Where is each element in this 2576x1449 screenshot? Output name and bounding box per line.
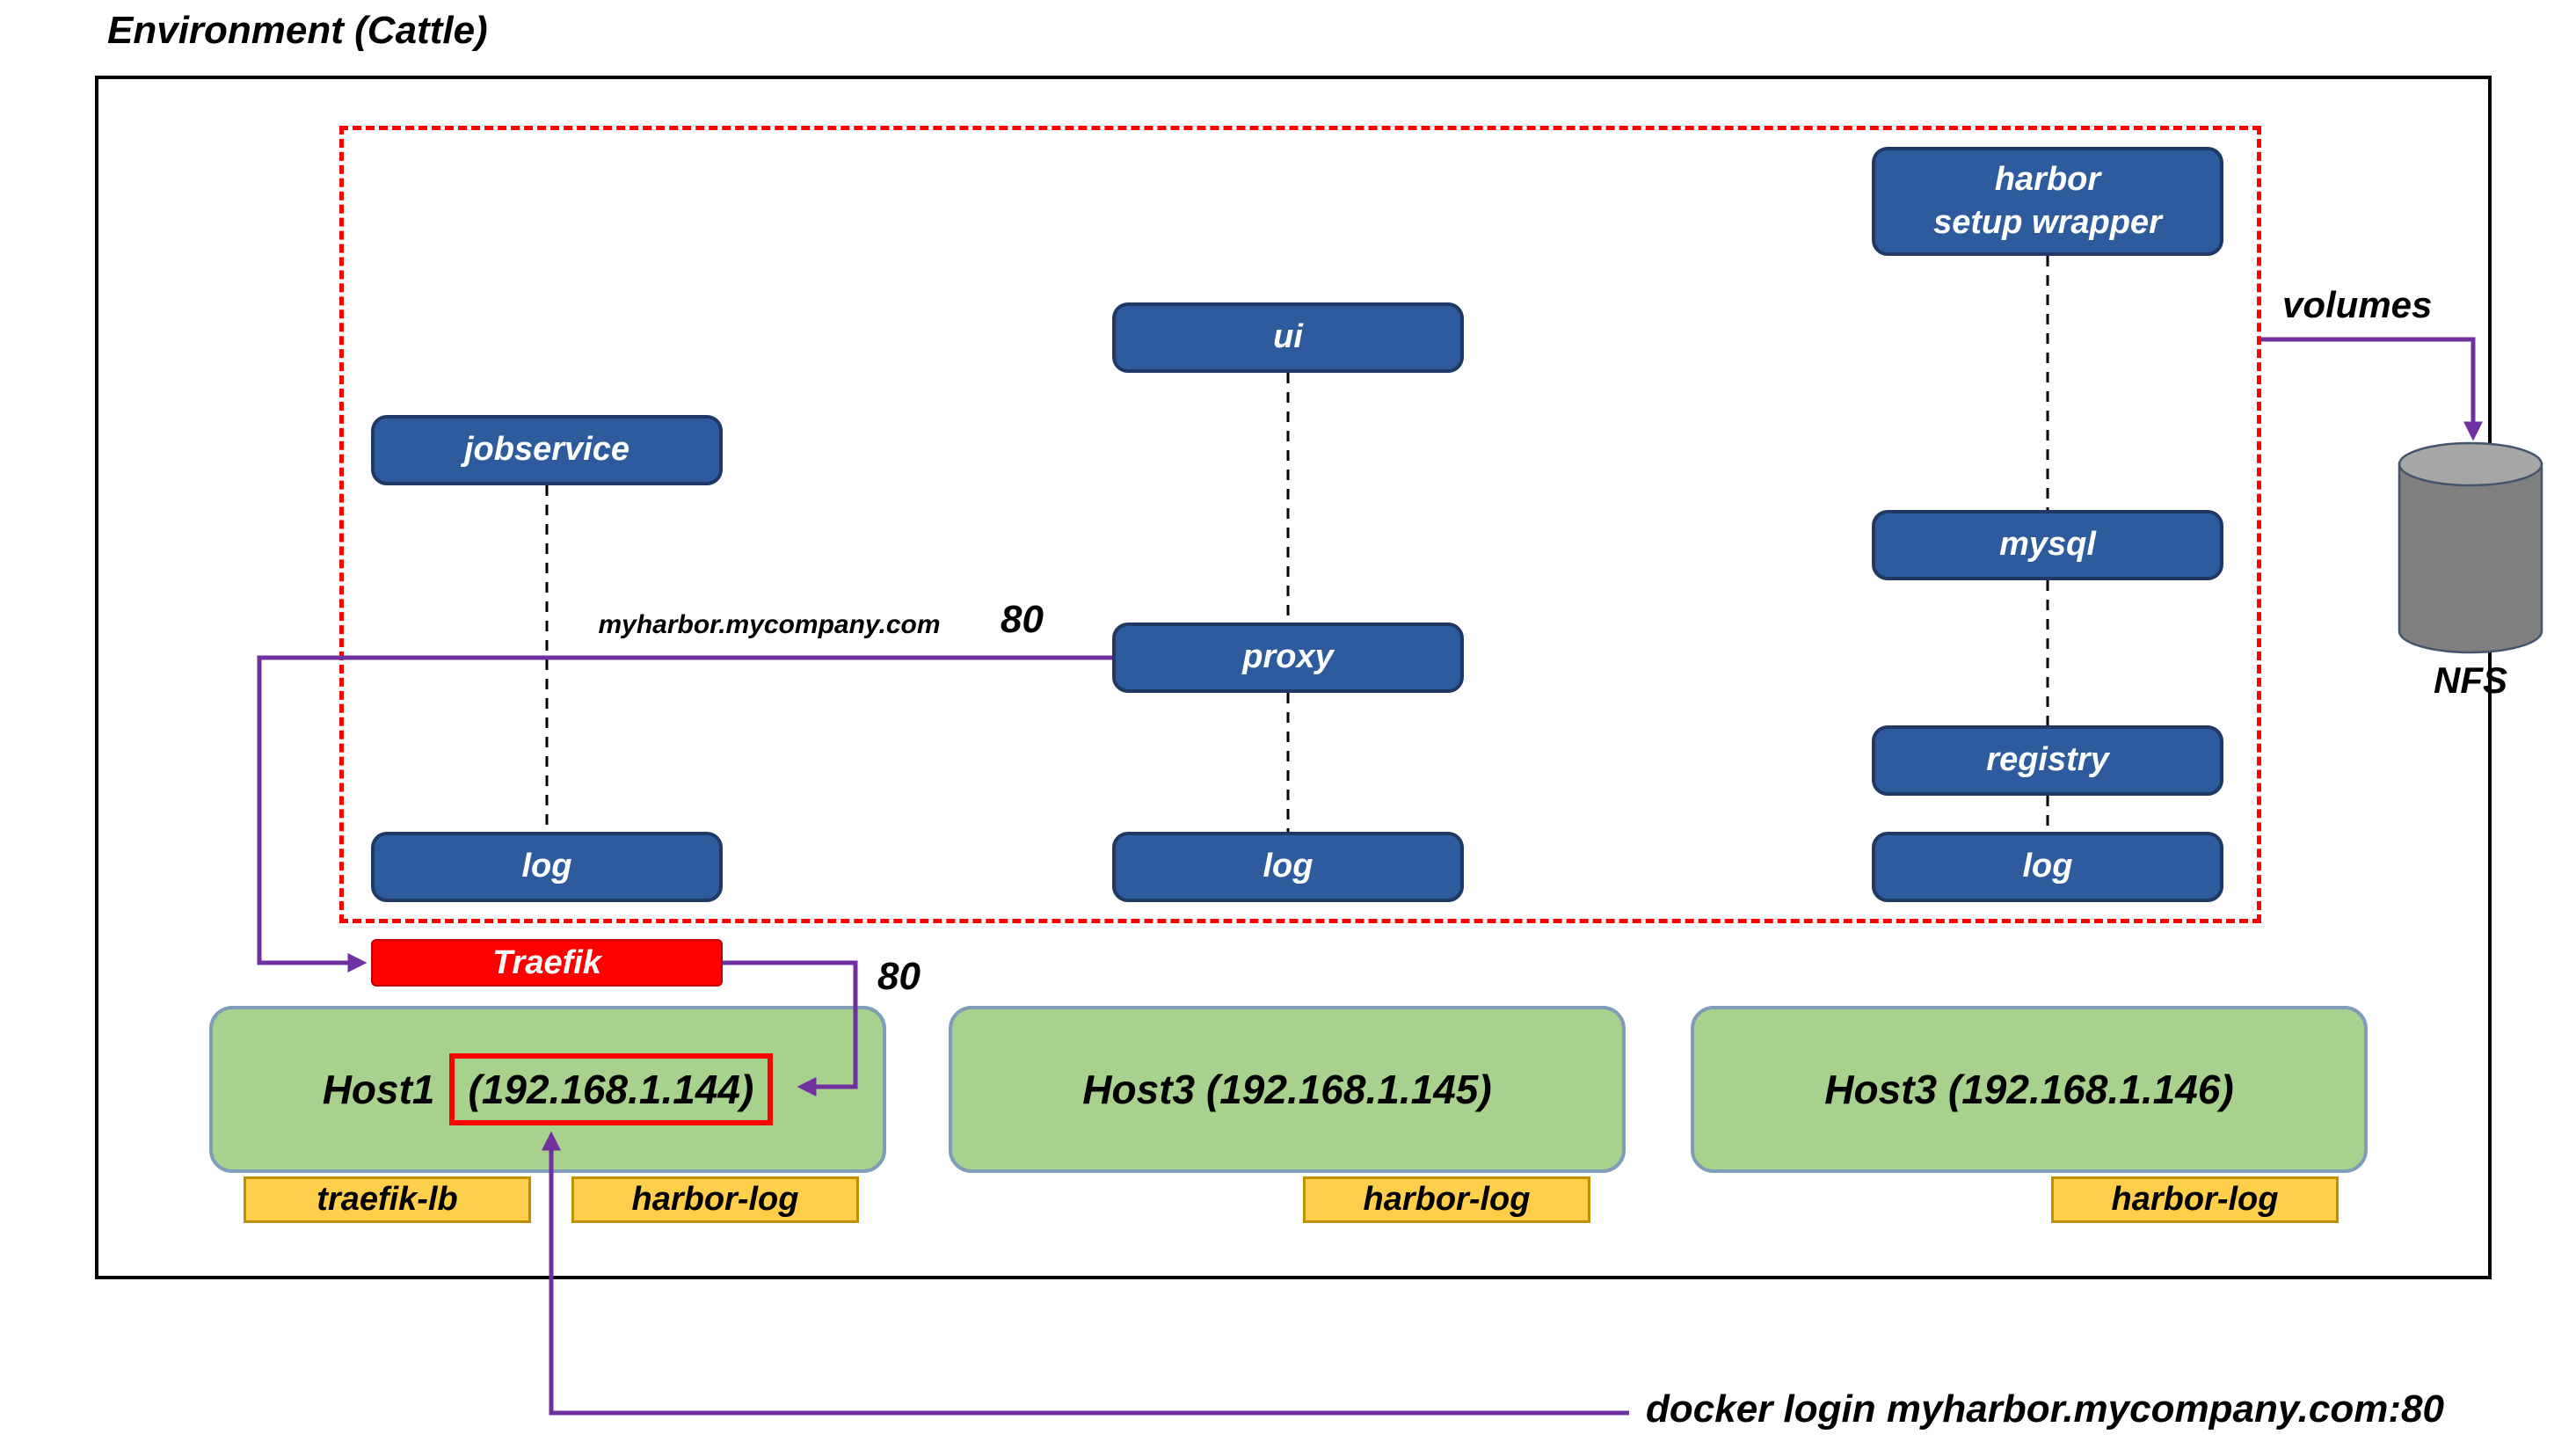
docker-login-annotation: docker login myharbor.mycompany.com:80 bbox=[1646, 1387, 2444, 1431]
service-harbor-setup-wrapper: harbor setup wrapper bbox=[1872, 147, 2223, 256]
host-host2: Host3 (192.168.1.145) bbox=[949, 1006, 1626, 1173]
harbor-stack-frame bbox=[339, 126, 2261, 923]
ingress-port-label: 80 bbox=[1001, 598, 1044, 641]
ingress-domain-label: myharbor.mycompany.com bbox=[598, 610, 941, 639]
service-mysql: mysql bbox=[1872, 510, 2223, 580]
host-host3: Host3 (192.168.1.146) bbox=[1691, 1006, 2368, 1173]
environment-title: Environment (Cattle) bbox=[107, 9, 488, 52]
volumes-label: volumes bbox=[2282, 284, 2433, 325]
nfs-label: NFS bbox=[2434, 659, 2507, 701]
service-ui: ui bbox=[1112, 302, 1464, 373]
host1-ip-highlight: (192.168.1.144) bbox=[448, 1053, 774, 1125]
service-proxy: proxy bbox=[1112, 623, 1464, 693]
service-jobservice: jobservice bbox=[371, 415, 723, 485]
traefik-port-label: 80 bbox=[877, 955, 921, 998]
host-service-harbor-log-host2: harbor-log bbox=[1303, 1176, 1590, 1223]
service-log-left: log bbox=[371, 832, 723, 902]
service-registry: registry bbox=[1872, 725, 2223, 796]
host-service-harbor-log-host1: harbor-log bbox=[571, 1176, 859, 1223]
host-host1: Host1 (192.168.1.144) bbox=[209, 1006, 886, 1173]
service-log-middle: log bbox=[1112, 832, 1464, 902]
host-service-traefik-lb: traefik-lb bbox=[244, 1176, 531, 1223]
host-service-harbor-log-host3: harbor-log bbox=[2051, 1176, 2339, 1223]
host1-name: Host1 bbox=[322, 1067, 435, 1112]
traefik-box: Traefik bbox=[371, 939, 723, 987]
service-log-right: log bbox=[1872, 832, 2223, 902]
